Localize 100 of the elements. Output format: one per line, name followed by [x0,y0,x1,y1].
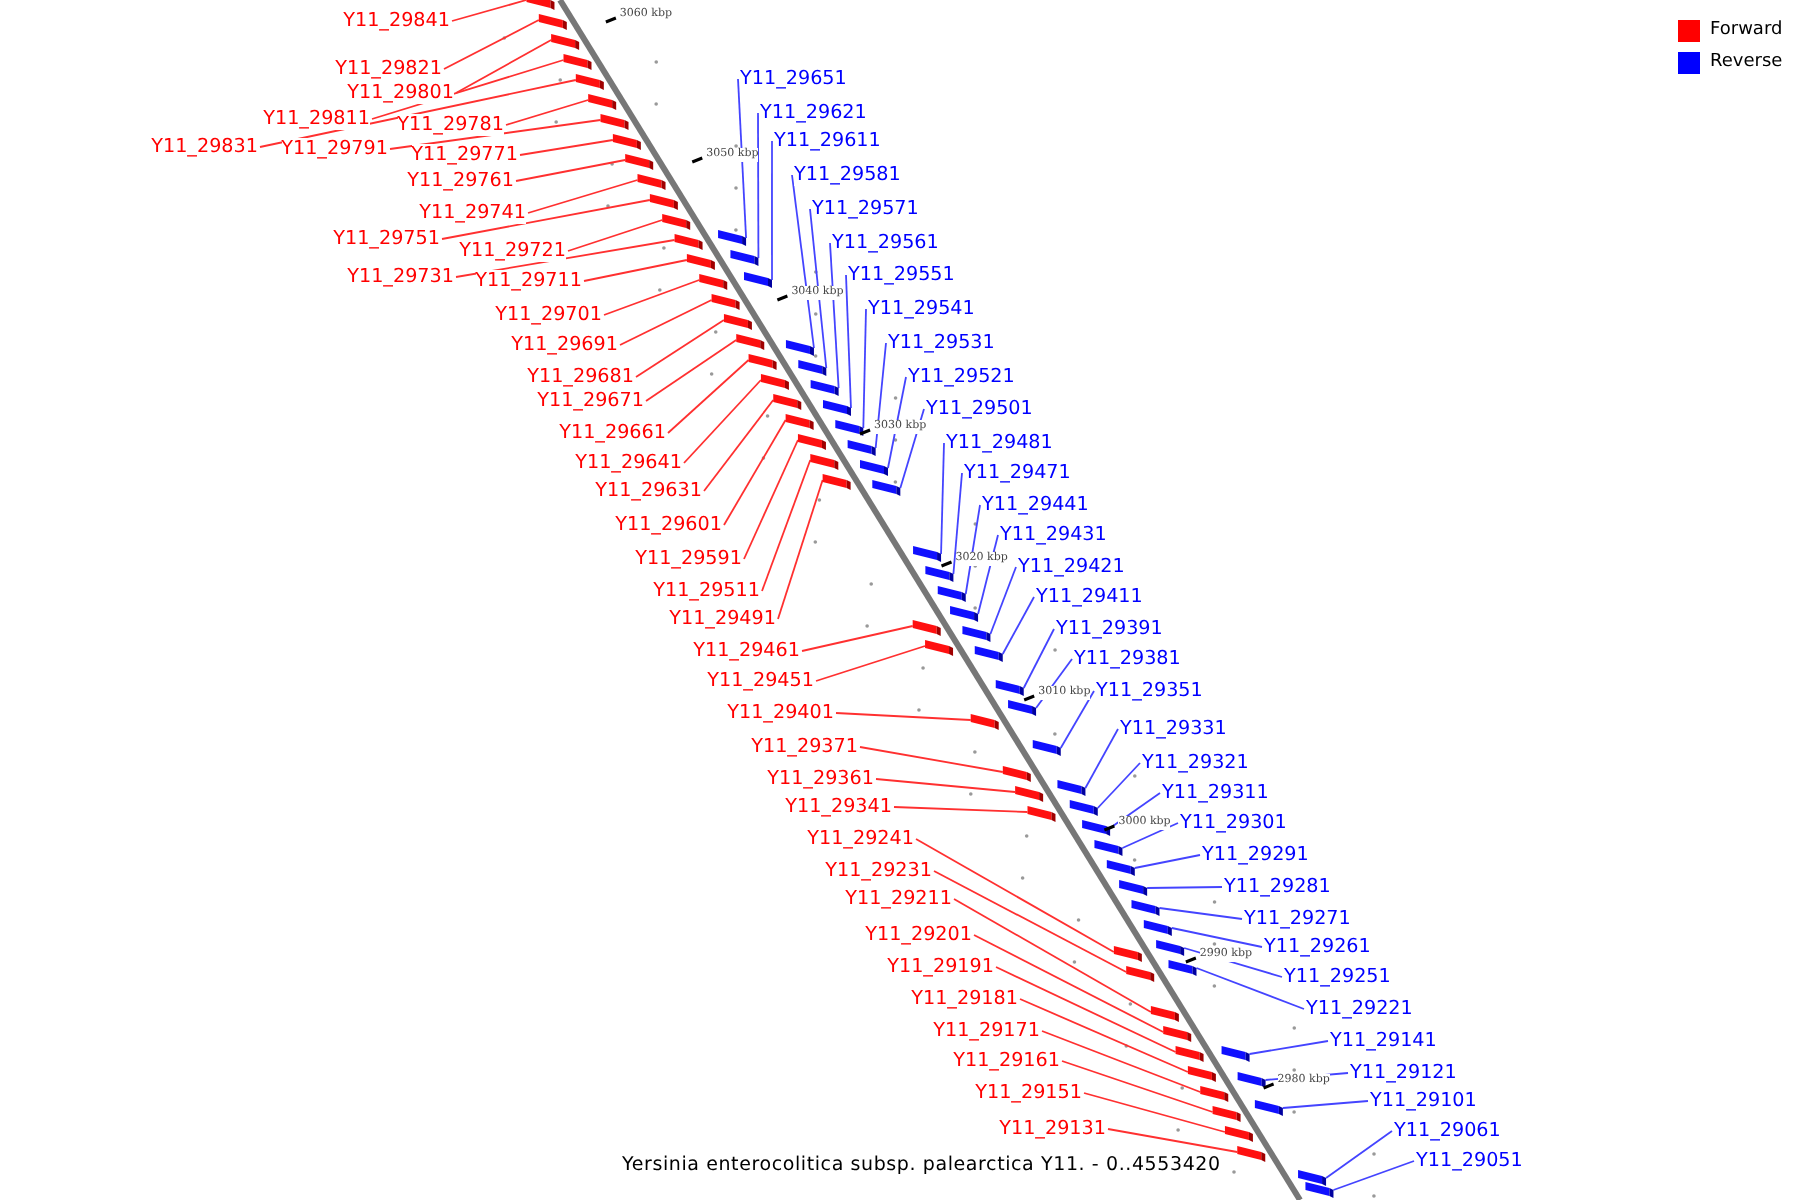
gene-block [730,250,759,266]
leader-line [1084,728,1119,789]
leader-line [1096,762,1141,809]
leader-line [519,139,614,156]
gene-block [798,360,827,376]
leader-line [1121,822,1179,849]
gene-label: Y11_29511 [653,580,760,602]
gene-label: Y11_29271 [1244,908,1351,930]
gene-block [1187,1066,1216,1082]
gene-label: Y11_29201 [865,924,972,946]
gene-block [872,480,901,496]
gene-label: Y11_29811 [263,108,370,130]
gene-label: Y11_29801 [347,82,454,104]
gene-block [1237,1072,1266,1088]
gene-label: Y11_29141 [1330,1030,1437,1052]
gene-block [822,474,851,490]
gene-label: Y11_29481 [946,432,1053,454]
gene-label: Y11_29651 [740,68,847,90]
gene-label: Y11_29761 [407,170,514,192]
gene-label: Y11_29051 [1416,1150,1523,1172]
leader-line [771,140,773,281]
leader-line [451,0,528,22]
gene-block [1069,800,1098,816]
gene-block [962,626,991,642]
gene-block [835,420,864,436]
gene-block [637,174,666,190]
gene-block [744,272,772,288]
gene-block [1106,860,1135,876]
gene-label: Y11_29791 [281,138,388,160]
leader-line [777,479,824,620]
gene-label: Y11_29381 [1074,648,1181,670]
leader-line [683,379,762,464]
gene-block [1126,966,1155,982]
gene-label: Y11_29721 [459,240,566,262]
gene-block [1200,1086,1229,1102]
gene-block [912,620,941,636]
leader-line [915,838,1115,953]
gene-block [1298,1170,1327,1186]
gene-label: Y11_29491 [669,608,776,630]
gene-block [674,234,703,250]
gene-label: Y11_29631 [595,480,702,502]
gene-block [925,566,954,582]
gene-block [718,230,747,246]
leader-line [619,299,713,346]
gene-label: Y11_29601 [615,514,722,536]
leader-line [761,459,812,592]
leader-line [635,319,725,378]
gene-block [625,154,654,170]
gene-label: Y11_29561 [832,232,939,254]
gene-block [1113,946,1142,962]
gene-label: Y11_29061 [1394,1120,1501,1142]
leader-line [583,259,688,282]
gene-block [1254,1100,1283,1116]
leader-line [952,472,963,575]
leader-line [737,78,747,239]
leader-line [443,19,540,70]
gene-label: Y11_29251 [1284,966,1391,988]
leader-line [1133,854,1201,869]
gene-block [686,254,715,270]
leader-line [791,174,815,349]
gene-block [1082,820,1111,836]
gene-block [551,34,580,50]
gene-block [748,354,777,370]
gene-label: Y11_29701 [495,304,602,326]
gene-label: Y11_29841 [343,10,450,32]
leader-line [862,308,867,429]
gene-block [526,0,555,10]
leader-line [893,806,1029,813]
gene-block [810,454,839,470]
gene-label: Y11_29681 [527,366,634,388]
gene-block [1032,740,1061,756]
gene-block [1175,1046,1204,1062]
leader-line [933,870,1128,973]
leader-line [1170,927,1263,948]
gene-block [950,606,979,622]
gene-label: Y11_29441 [982,494,1089,516]
leader-line [505,99,590,126]
leader-line [940,442,945,555]
leader-line [1022,628,1055,689]
gene-block [1008,700,1037,716]
gene-label: Y11_29221 [1306,998,1413,1020]
gene-label: Y11_29591 [635,548,742,570]
gene-block [1143,920,1172,936]
gene-label: Y11_29781 [397,114,504,136]
leader-line [1325,1130,1393,1179]
leader-line [757,112,760,259]
gene-label: Y11_29181 [911,988,1018,1010]
leader-line [515,159,627,182]
gene-label: Y11_29161 [953,1050,1060,1072]
gene-block [723,314,752,330]
gene-block [600,114,629,130]
gene-label: Y11_29151 [975,1082,1082,1104]
leader-line [859,746,1004,773]
gene-block [1002,766,1031,782]
leader-line [995,966,1177,1053]
gene-block [995,680,1024,696]
gene-label: Y11_29611 [774,130,881,152]
gene-label: Y11_29281 [1224,876,1331,898]
legend-label: Forward [1710,18,1783,42]
gene-label: Y11_29411 [1036,586,1143,608]
